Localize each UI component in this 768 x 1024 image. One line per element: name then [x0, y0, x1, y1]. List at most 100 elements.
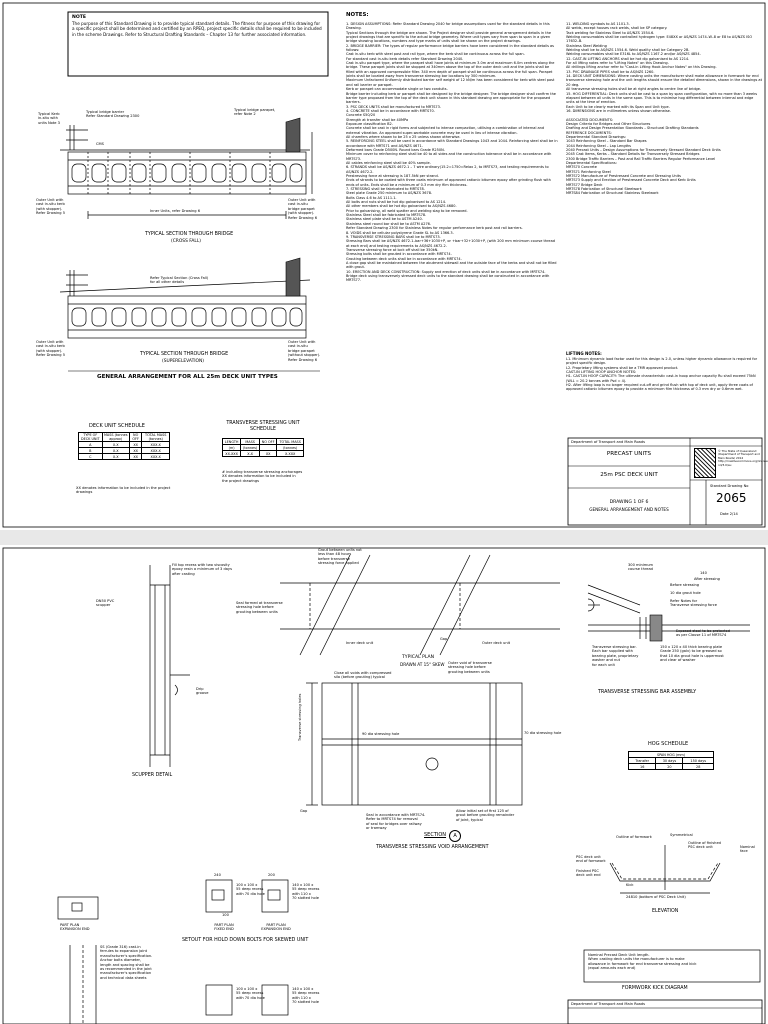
kick-sym-label: Symmetrical	[670, 833, 693, 837]
setout-recess-2b: 140 x 100 x 55 deep recess with 110 x 70…	[292, 987, 320, 1005]
scupper-pipe-label: DN50 PVC scupper	[96, 599, 115, 608]
table-cell: 20	[655, 763, 684, 770]
section-marker-circle: A	[449, 830, 462, 842]
table-cell: 16	[627, 763, 657, 770]
plan-inner-label: Inner deck unit	[346, 641, 374, 645]
ga-drawing-lines	[2, 2, 766, 528]
plan-grout-label: Grout between units not less than 48 hou…	[318, 548, 362, 566]
section1-title: TYPICAL SECTION THROUGH BRIDGE	[145, 232, 234, 237]
sec-a-outer-label: Outer void of transverse stressing hole …	[448, 661, 492, 674]
lifting-notes-heading: LIFTING NOTES:	[566, 351, 602, 356]
tsba-nut-label: Refer Notes for Transverse stressing for…	[670, 599, 717, 608]
deck-schedule-title: DECK UNIT SCHEDULE	[89, 423, 145, 429]
table-cell: X.XXX	[276, 450, 304, 457]
sec-a-void-label: 90 dia stressing hole	[362, 732, 400, 736]
kick-kick-label: Kick	[626, 883, 634, 887]
label-barrier: Typical bridge barrier Refer Standard Dr…	[86, 110, 140, 119]
scupper-fill-label: Fill top recess with two viscosity epoxy…	[172, 563, 232, 576]
notes-column-2: 11. WELDING symbols to AS 1101.3. All we…	[566, 22, 762, 196]
tsba-after-label: After stressing	[694, 577, 720, 581]
table-row: XX.XXX X.X XX X.XXX	[221, 450, 304, 457]
tb-std-label: Standard Drawing No	[710, 484, 749, 488]
section-a-marker: SECTION A	[424, 830, 462, 842]
table-cell: XXX.X	[141, 453, 170, 460]
sec-a-allow-label: Allow initial set of first 125 of grout …	[456, 809, 515, 822]
kick-psc-label: PSC deck unit end of formwork	[576, 855, 606, 864]
note-text: The purpose of this Standard Drawing is …	[72, 21, 324, 37]
deck-schedule-footnote: XX denotes information to be included in…	[76, 486, 172, 495]
label-parapet: Typical bridge parapet, refer Note 2	[234, 108, 276, 117]
table-header-row: TYPE OF DECK UNIT MASS (tonnes approx) N…	[78, 432, 170, 442]
setout-pp-fixed: PART PLAN FIXED END	[214, 923, 234, 932]
kick-note: Nominal Precast Deck Unit length. When c…	[588, 953, 697, 971]
tsba-before-label: Before stressing	[670, 583, 700, 587]
tsu-schedule-footnote: # including transverse stressing anchora…	[222, 470, 303, 483]
table-header-cell: MASS (tonnes approx)	[101, 432, 130, 442]
scupper-drip-label: Drip groove	[196, 687, 209, 696]
ga-title: GENERAL ARRANGEMENT FOR ALL 25m DECK UNI…	[97, 374, 278, 380]
lifting-notes: L1. Minimum dynamic load factor used for…	[566, 357, 758, 392]
section2-subtitle: (SUPERELEVATION)	[162, 359, 204, 364]
tsba-thread-label: 300 minimum course thread	[628, 563, 654, 572]
table-row: 16 20 28	[627, 763, 714, 770]
setout-hold-label: SS (Grade 316) cast-in ferrules to expan…	[100, 945, 153, 980]
table-header-cell: TOTAL MASS (tonnes)	[141, 432, 170, 442]
tb2-org: Department of Transport and Main Roads	[571, 1002, 646, 1006]
setout-recess-2: 140 x 100 x 55 deep recess with 110 x 70…	[292, 883, 320, 901]
tsba-bar-label: Transverse stressing bar. Each bar suppl…	[592, 645, 639, 667]
setout-pp-exp2: PART PLAN EXPANSION END	[261, 923, 291, 932]
kick-finished-label: Finished PSC deck unit end	[576, 869, 601, 878]
kick-elev-title: ELEVATION	[652, 909, 679, 914]
sec-a-vertical-label: Transverse stressing holes	[298, 693, 302, 741]
setout-240-label: 240	[214, 873, 221, 877]
sec-a-title: TRANSVERSE STRESSING VOID ARRANGEMENT	[376, 845, 489, 850]
table-cell: XX	[128, 453, 143, 460]
drawing-sheet-1: NOTE The purpose of this Standard Drawin…	[0, 0, 768, 530]
setout-recess-1b: 100 x 100 x 55 deep recess with 70 dia h…	[236, 987, 265, 1000]
plan-outer-label: Outer deck unit	[482, 641, 511, 645]
tb-sheet: DRAWING 1 OF 6	[609, 500, 649, 505]
section1-subtitle: (CROSS FALL)	[171, 239, 201, 244]
plan-title: TYPICAL PLAN	[402, 655, 435, 660]
crest-logo	[694, 448, 716, 478]
label-kerb: Typical Kerb in-situ with units Note 3	[38, 112, 60, 125]
table-header-cell: NO OFF	[128, 432, 143, 442]
detail-drawing-lines	[2, 547, 766, 1024]
table-header-cell: TYPE OF DECK UNIT	[78, 432, 103, 442]
tsu-schedule-table: LENGTH MASS NO OFF TOTAL MASS (m) (tonne…	[221, 438, 304, 457]
note-heading: NOTE	[72, 15, 87, 20]
table-cell: XX	[259, 450, 278, 457]
kick-nom-label: Nominal face	[740, 845, 755, 854]
tb-org: Department of Transport and Main Roads	[571, 440, 646, 444]
setout-pp-exp: PART PLAN EXPANSION END	[60, 923, 90, 932]
kick-title: FORMWORK KICK DIAGRAM	[622, 986, 688, 991]
sec-a-void-right-label: 70 dia stressing hole	[524, 731, 562, 735]
tsba-140-label: 140	[700, 571, 707, 575]
label-outer-left-2: Outer Unit with cast in-situ kerb (with …	[36, 340, 66, 358]
tsu-schedule-title: TRANSVERSE STRESSING UNIT SCHEDULE	[226, 421, 300, 432]
setout-recess-1: 100 x 100 x 55 deep recess with 70 dia h…	[236, 883, 265, 896]
scupper-title: SCUPPER DETAIL	[132, 773, 173, 778]
label-inner-units: Inner Units, refer Drawing 6	[150, 209, 200, 213]
plan-subtitle: DRAWN AT 15° SKEW	[400, 662, 445, 667]
label-outer-right-2: Outer Unit with cast in-situ bridge para…	[288, 340, 321, 362]
setout-100-label: 100	[222, 913, 229, 917]
table-cell: C	[78, 453, 103, 460]
tb-category: PRECAST UNITS	[606, 451, 652, 457]
hog-title: HOG SCHEDULE	[648, 741, 689, 747]
kick-form-label: Outline of formwork	[616, 835, 652, 839]
tsba-grout-label: 10 dia grout hole	[670, 591, 701, 595]
setout-200-label: 200	[268, 873, 275, 877]
tb-date: Date 2/14	[720, 512, 738, 516]
label-outer-left: Outer Unit with cast in-situ kerb (with …	[36, 198, 66, 216]
sec-a-gap-label: Gap	[300, 809, 308, 813]
table-cell: 28	[682, 763, 714, 770]
setout-title: SETOUT FOR HOLD DOWN BOLTS FOR SKEWED UN…	[182, 938, 309, 943]
sec-a-joint-label: Close all voids with compressed silo (be…	[334, 671, 392, 680]
drawing-sheet-2: DN50 PVC scupper Fill top recess with tw…	[0, 545, 768, 1024]
kick-fin-label: Outline of finished PSC deck unit	[688, 841, 721, 850]
notes-column-1: 1. DESIGN ASSUMPTIONS: Refer Standard Dr…	[346, 22, 558, 283]
label-refer-typical: Refer Typical Section (Cross Fall) for a…	[150, 276, 209, 285]
table-cell: X.X	[240, 450, 261, 457]
notes-heading: NOTES:	[346, 12, 369, 18]
